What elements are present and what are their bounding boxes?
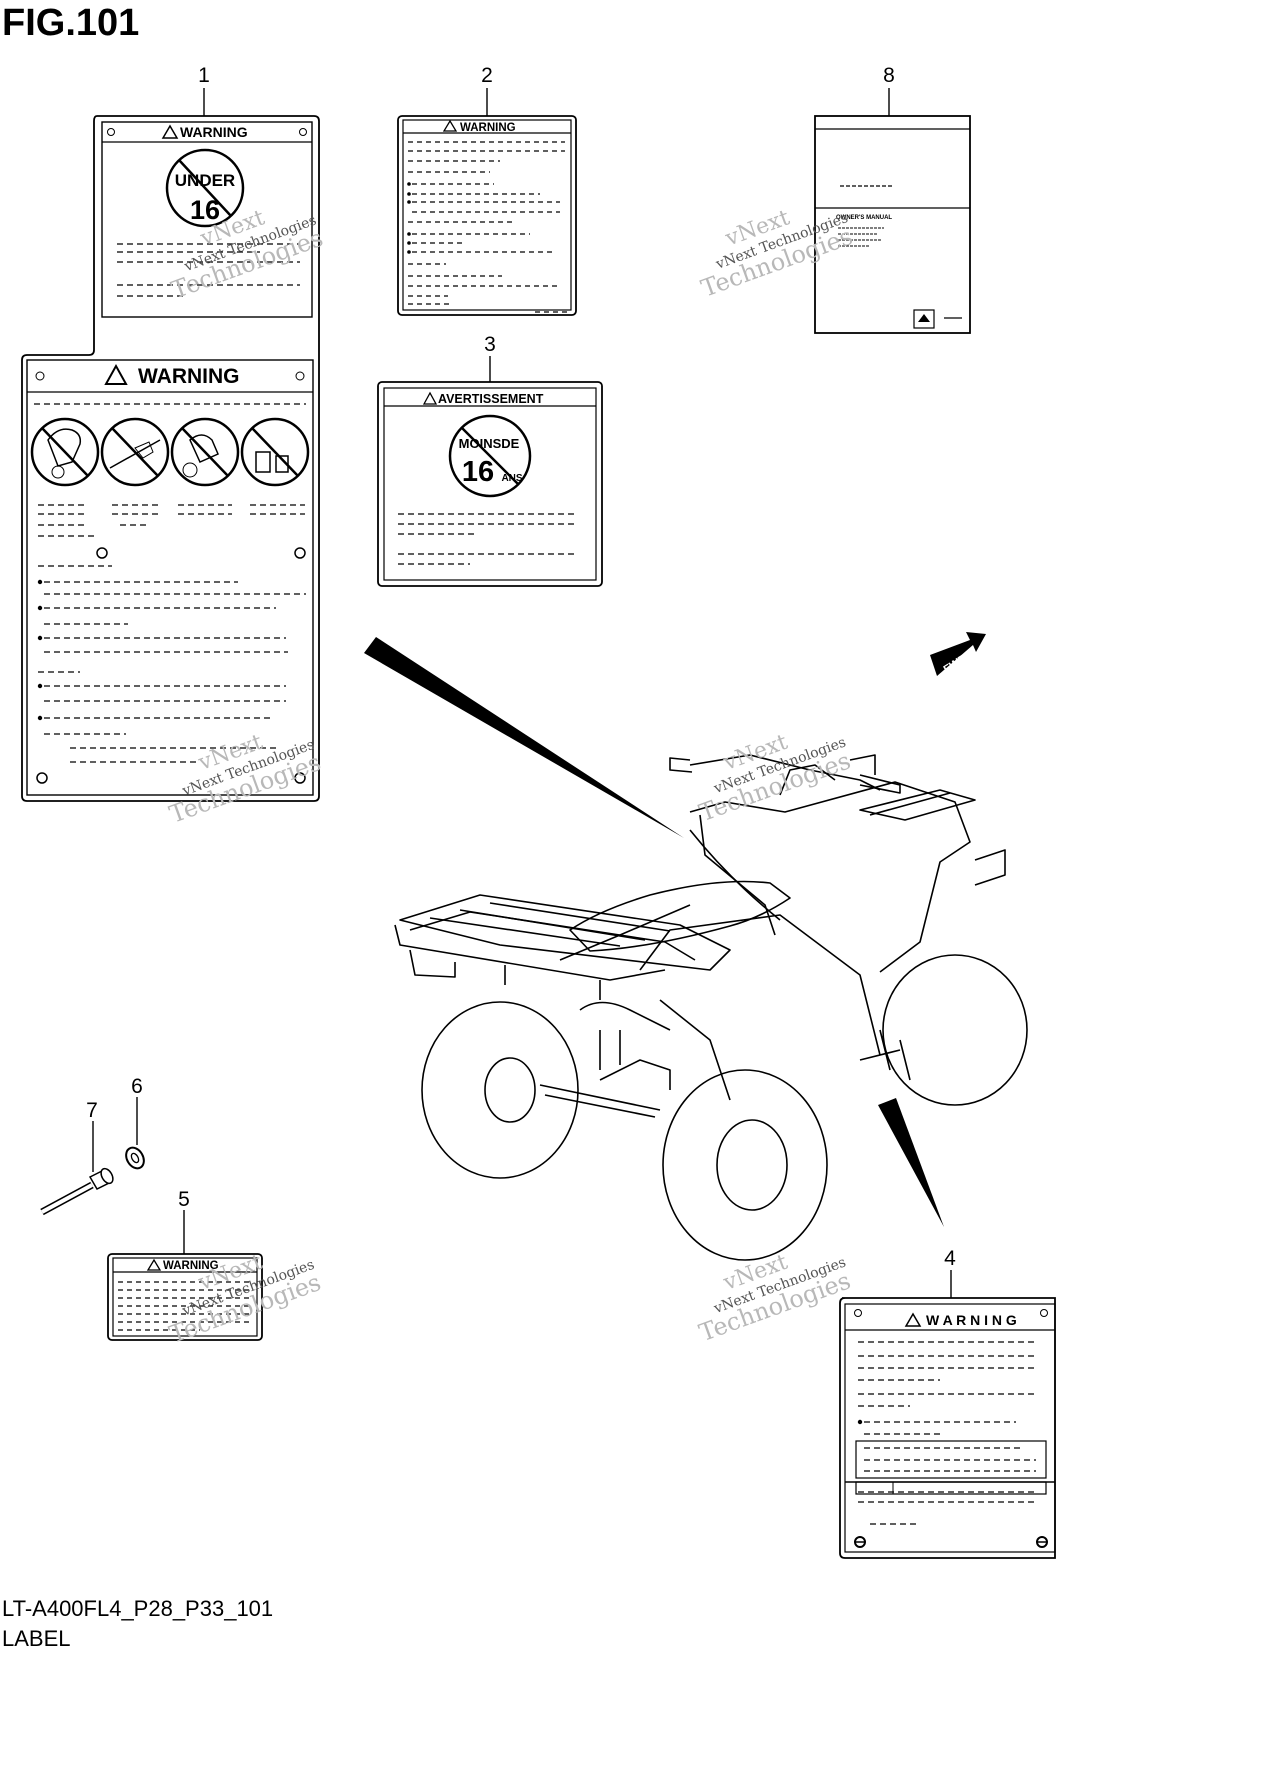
label-1-warning-main: WARNING — [138, 365, 240, 388]
age-16-text: 16 — [190, 195, 220, 225]
moins-de-text: MOINSDE — [459, 436, 520, 451]
callout-6: 6 — [131, 1075, 143, 1098]
figure-code: LT-A400FL4_P28_P33_101 — [2, 1596, 274, 1621]
callout-3: 3 — [484, 333, 496, 356]
rivet-part-7 — [40, 1167, 114, 1216]
label-4: W A R N I N G — [839, 1297, 1056, 1559]
watermark-3: vNext vNext Technologies Technologies — [166, 1250, 325, 1349]
warning-triangle-icon — [146, 1258, 162, 1271]
watermark-1: vNext vNext Technologies Technologies — [168, 205, 327, 304]
age-16-fr-text: 16 — [462, 456, 494, 488]
warning-triangle-icon — [422, 391, 438, 405]
avertissement-text: AVERTISSEMENT — [438, 392, 544, 406]
label-1-warning-top: WARNING — [180, 124, 248, 140]
warning-triangle-icon — [104, 363, 128, 385]
pointer-label-4 — [878, 1098, 944, 1227]
watermark-4: vNext vNext Technologies Technologies — [697, 205, 856, 302]
fwd-arrow-icon: FWD — [930, 632, 986, 676]
label-5: WARNING — [107, 1253, 263, 1341]
label-2-warning: WARNING — [460, 122, 516, 134]
callout-5: 5 — [178, 1188, 190, 1211]
warning-triangle-icon — [442, 119, 458, 132]
watermark-2: vNext vNext Technologies Technologies — [166, 730, 325, 829]
no-alcohol-icon — [170, 417, 240, 487]
label-3: AVERTISSEMENT MOINSDE 16 ANS — [377, 381, 603, 587]
no-paved-road-icon — [100, 417, 170, 487]
pointer-label-1 — [364, 637, 684, 838]
callout-7: 7 — [86, 1099, 98, 1122]
figure-name: LABEL — [2, 1626, 71, 1651]
ans-text: ANS — [501, 473, 522, 484]
warning-triangle-icon — [161, 124, 179, 139]
callout-2: 2 — [481, 64, 493, 87]
label-5-warning: WARNING — [163, 1260, 219, 1272]
callout-1: 1 — [198, 64, 210, 87]
figure-title: FIG.101 — [2, 2, 140, 44]
washer-part-6 — [125, 1146, 145, 1170]
callout-8: 8 — [883, 64, 895, 87]
watermark-6: vNext vNext Technologies Technologies — [695, 1250, 854, 1347]
atv-illustration — [394, 754, 1028, 1261]
label-4-warning: W A R N I N G — [926, 1312, 1017, 1328]
under-text: UNDER — [175, 171, 235, 190]
label-1: WARNING UNDER 16 WARNING — [21, 115, 320, 802]
label-2: WARNING — [397, 115, 577, 316]
label-4-mounting-holes — [854, 1536, 1048, 1548]
no-passenger-icon — [30, 417, 100, 487]
label-8-owners-manual: OWNER'S MANUAL — [814, 115, 971, 334]
callout-4: 4 — [944, 1247, 956, 1270]
owners-manual-text: OWNER'S MANUAL — [836, 215, 892, 221]
no-riding-without-helmet-icon — [240, 417, 310, 487]
warning-triangle-icon — [904, 1312, 922, 1327]
